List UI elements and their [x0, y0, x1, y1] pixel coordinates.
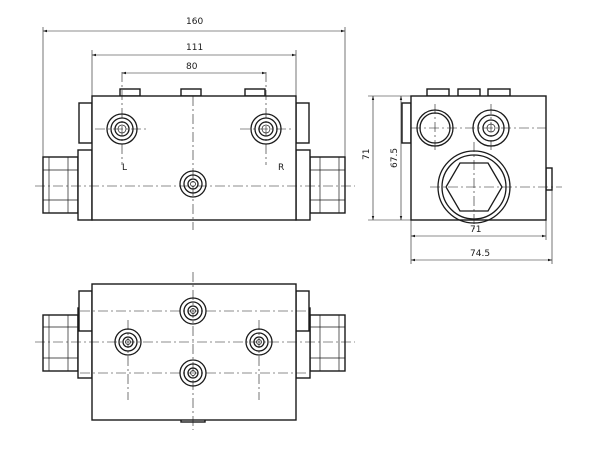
front-view: L R: [35, 72, 355, 230]
dim-71-vertical-label: 71: [362, 149, 372, 160]
front-body: [91, 95, 297, 221]
port-label-l: L: [122, 163, 127, 173]
dim-80-label: 80: [186, 62, 198, 72]
right-fitting: [295, 149, 346, 221]
left-fitting: [42, 149, 93, 221]
port-label-r: R: [278, 163, 284, 173]
side-dimensions: 71 67.5 71 74.5: [362, 95, 553, 264]
side-view: [401, 88, 562, 232]
dim-74-5-label: 74.5: [470, 249, 490, 259]
side-body: [410, 95, 547, 221]
bottom-view: [35, 272, 355, 430]
bottom-body: [91, 283, 297, 421]
dim-111-label: 111: [186, 43, 203, 53]
dim-160-label: 160: [186, 17, 203, 27]
dim-71-horizontal-label: 71: [470, 225, 481, 235]
dim-67-5-label: 67.5: [390, 148, 400, 168]
front-dimensions: 160 111 80: [42, 17, 346, 157]
